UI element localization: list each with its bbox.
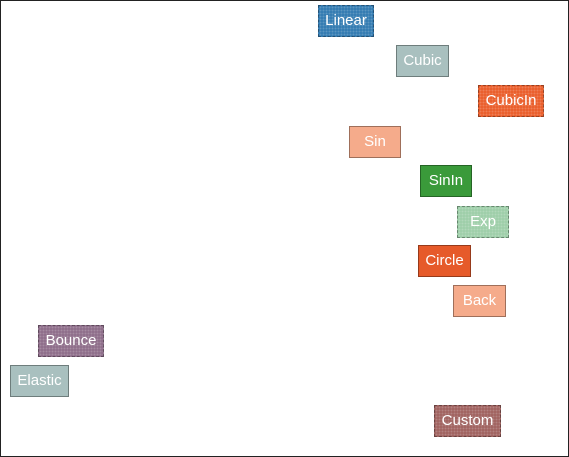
easing-label-sin: Sin [364,133,386,150]
easing-box-linear: Linear [318,5,374,37]
easing-box-exp: Exp [457,206,509,238]
easing-label-circle: Circle [425,252,464,269]
easing-box-cubicin: CubicIn [478,85,544,117]
easing-box-custom: Custom [434,405,501,437]
easing-label-bounce: Bounce [45,332,97,349]
easing-label-elastic: Elastic [17,372,62,389]
easing-label-linear: Linear [325,12,367,29]
easing-label-back: Back [462,292,497,309]
easing-label-cubic: Cubic [403,52,442,69]
easing-box-cubic: Cubic [396,45,449,77]
easing-box-sin: Sin [349,126,401,158]
easing-box-back: Back [453,285,506,317]
easing-label-exp: Exp [470,213,496,230]
easing-box-sinin: SinIn [420,165,472,197]
easing-box-circle: Circle [418,245,471,277]
easing-label-cubicin: CubicIn [485,92,537,109]
easing-label-custom: Custom [441,412,494,429]
easing-label-sinin: SinIn [428,172,464,189]
easing-box-bounce: Bounce [38,325,104,357]
easing-box-elastic: Elastic [10,365,69,397]
